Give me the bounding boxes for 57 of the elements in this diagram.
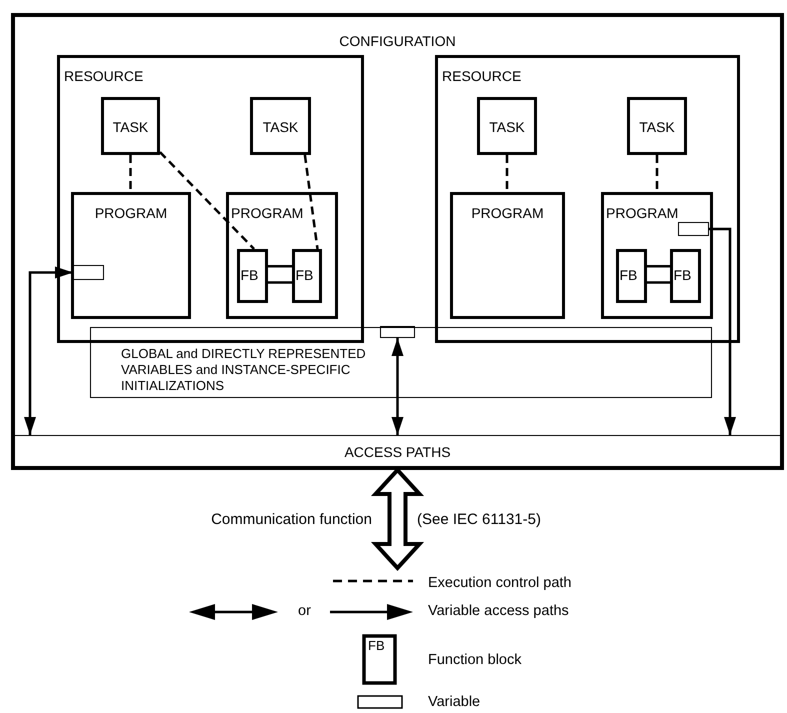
variable-box (72, 264, 104, 280)
resource-box (435, 55, 740, 343)
dashed-connector (506, 155, 508, 192)
box-label: FB (240, 266, 258, 282)
program-box (601, 192, 713, 319)
box-label: FB (620, 266, 638, 282)
box-label: PROGRAM (470, 205, 545, 221)
box-label: FB (674, 266, 692, 282)
edge-label: Communication function (211, 511, 372, 528)
box-heading: CONFIGURATION (338, 33, 457, 49)
hollow-double-arrow (370, 467, 424, 571)
function-block-box (670, 248, 700, 302)
dashed-connector (656, 155, 658, 192)
box-label: FB (296, 266, 314, 282)
global-variables-band (90, 327, 712, 398)
box-heading: RESOURCE (442, 68, 522, 84)
double-arrow (24, 266, 73, 435)
box-label: TASK (262, 119, 300, 135)
legend-text: Variable access paths (428, 603, 569, 620)
connector-line (268, 265, 292, 268)
variable-box (678, 222, 708, 236)
task-box (101, 97, 160, 155)
variable-box (380, 326, 414, 338)
program-box (450, 192, 565, 319)
connector-line (268, 281, 292, 284)
box-label: TASK (638, 119, 676, 135)
box-label: TASK (112, 119, 150, 135)
arrow (709, 228, 736, 435)
double-arrow (392, 338, 404, 435)
dashed-connector (129, 155, 132, 192)
program-box (226, 192, 338, 319)
box-label: PROGRAM (94, 205, 168, 221)
legend-text: Execution control path (428, 575, 572, 592)
task-box (627, 97, 687, 155)
task-box (477, 97, 537, 155)
dashed-connector (159, 151, 255, 250)
box-label: TASK (488, 119, 526, 135)
function-block-box (236, 248, 268, 302)
legend-text: Function block (428, 652, 522, 669)
resource-box (57, 55, 364, 343)
box-label: PROGRAM (231, 205, 304, 221)
task-box (250, 97, 311, 155)
function-block-box (292, 248, 322, 302)
connector-line (647, 265, 670, 268)
band-text: GLOBAL and DIRECTLY REPRESENTED VARIABLES and INSTANCE-SPECIFIC INITIALIZATIONS (121, 346, 367, 394)
configuration-box (11, 13, 784, 470)
or-text: or (298, 603, 311, 620)
band-text: ACCESS PATHS (343, 444, 452, 460)
dashed-connector (304, 154, 319, 250)
box-heading: RESOURCE (64, 68, 144, 84)
fb-text: FB (368, 637, 385, 654)
function-block-box (616, 248, 646, 302)
legend-text: Variable (428, 694, 480, 711)
connector-line (647, 281, 670, 284)
reference-note: (See IEC 61131-5) (417, 511, 541, 528)
program-box (71, 192, 191, 319)
box-label: PROGRAM (606, 205, 678, 221)
